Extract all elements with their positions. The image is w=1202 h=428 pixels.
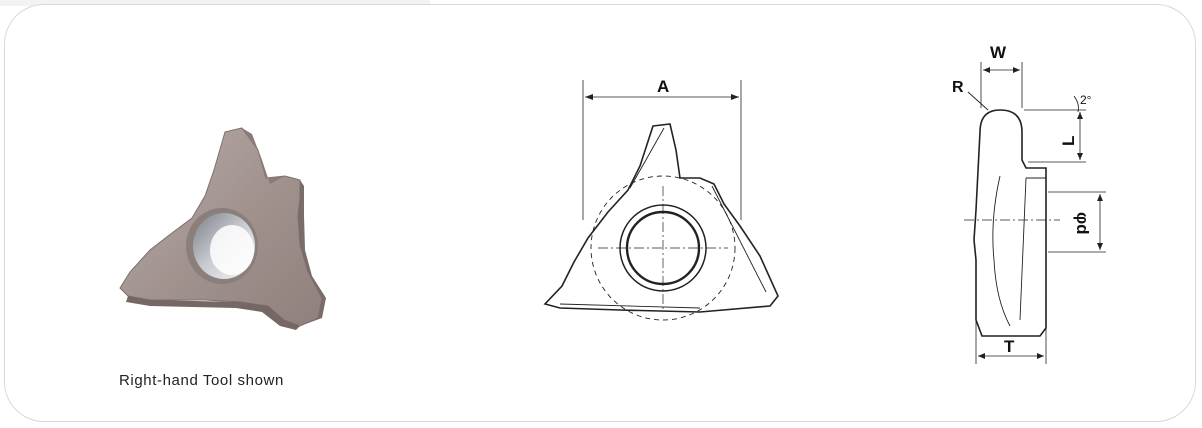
dimension-w-label: W	[990, 43, 1007, 62]
top-strip	[0, 0, 430, 6]
render-caption: Right-hand Tool shown	[119, 372, 284, 389]
dimension-l-label: L	[1059, 136, 1078, 146]
angle-label: 2°	[1080, 93, 1092, 107]
insert-front-view	[543, 80, 779, 321]
insert-3d-render	[119, 127, 326, 330]
radius-r-label: R	[952, 79, 964, 96]
insert-side-view	[964, 62, 1106, 364]
dimension-t-label: T	[1004, 337, 1015, 356]
dimension-a-label: A	[657, 77, 669, 96]
bore-diameter-label: φd	[1073, 212, 1092, 235]
